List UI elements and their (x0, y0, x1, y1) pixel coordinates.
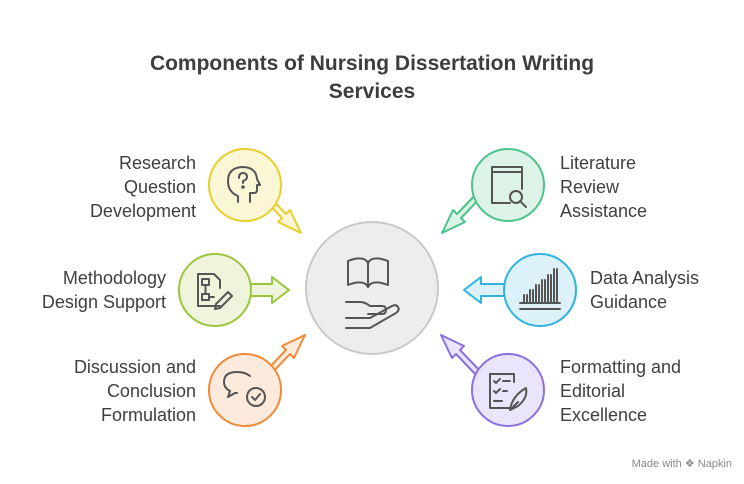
discussion-label: Discussion and Conclusion Formulation (73, 357, 196, 425)
data-analysis-node (463, 253, 577, 327)
discussion-node (208, 334, 306, 427)
chat-check-icon (223, 371, 266, 407)
methodology-label: Methodology Design Support (41, 268, 166, 312)
center-node (305, 221, 439, 355)
literature-review-label: Literature Review Assistance (560, 153, 648, 221)
formatting-node (440, 334, 545, 427)
research-question-node (208, 148, 302, 234)
data-analysis-label: Data Analysis Guidance (590, 268, 700, 312)
literature-review-node (441, 148, 545, 234)
book-magnifier-icon (491, 166, 527, 208)
head-question-icon (227, 166, 261, 203)
open-book-hand-icon (345, 257, 400, 329)
research-question-label: Research Question Development (89, 153, 196, 221)
flowchart-pencil-icon (197, 273, 233, 310)
title-line-1: Components of Nursing Dissertation Writi… (149, 52, 595, 75)
bar-chart-icon (519, 268, 561, 310)
document-pen-icon (489, 373, 528, 411)
diagram-title: Components of Nursing Dissertation Writi… (0, 50, 744, 106)
made-with-napkin-footer[interactable]: Made with ❖ Napkin (631, 458, 732, 470)
formatting-label: Formatting and Editorial Excellence (560, 357, 682, 425)
title-line-2: Services (328, 80, 416, 103)
methodology-node (178, 253, 290, 327)
